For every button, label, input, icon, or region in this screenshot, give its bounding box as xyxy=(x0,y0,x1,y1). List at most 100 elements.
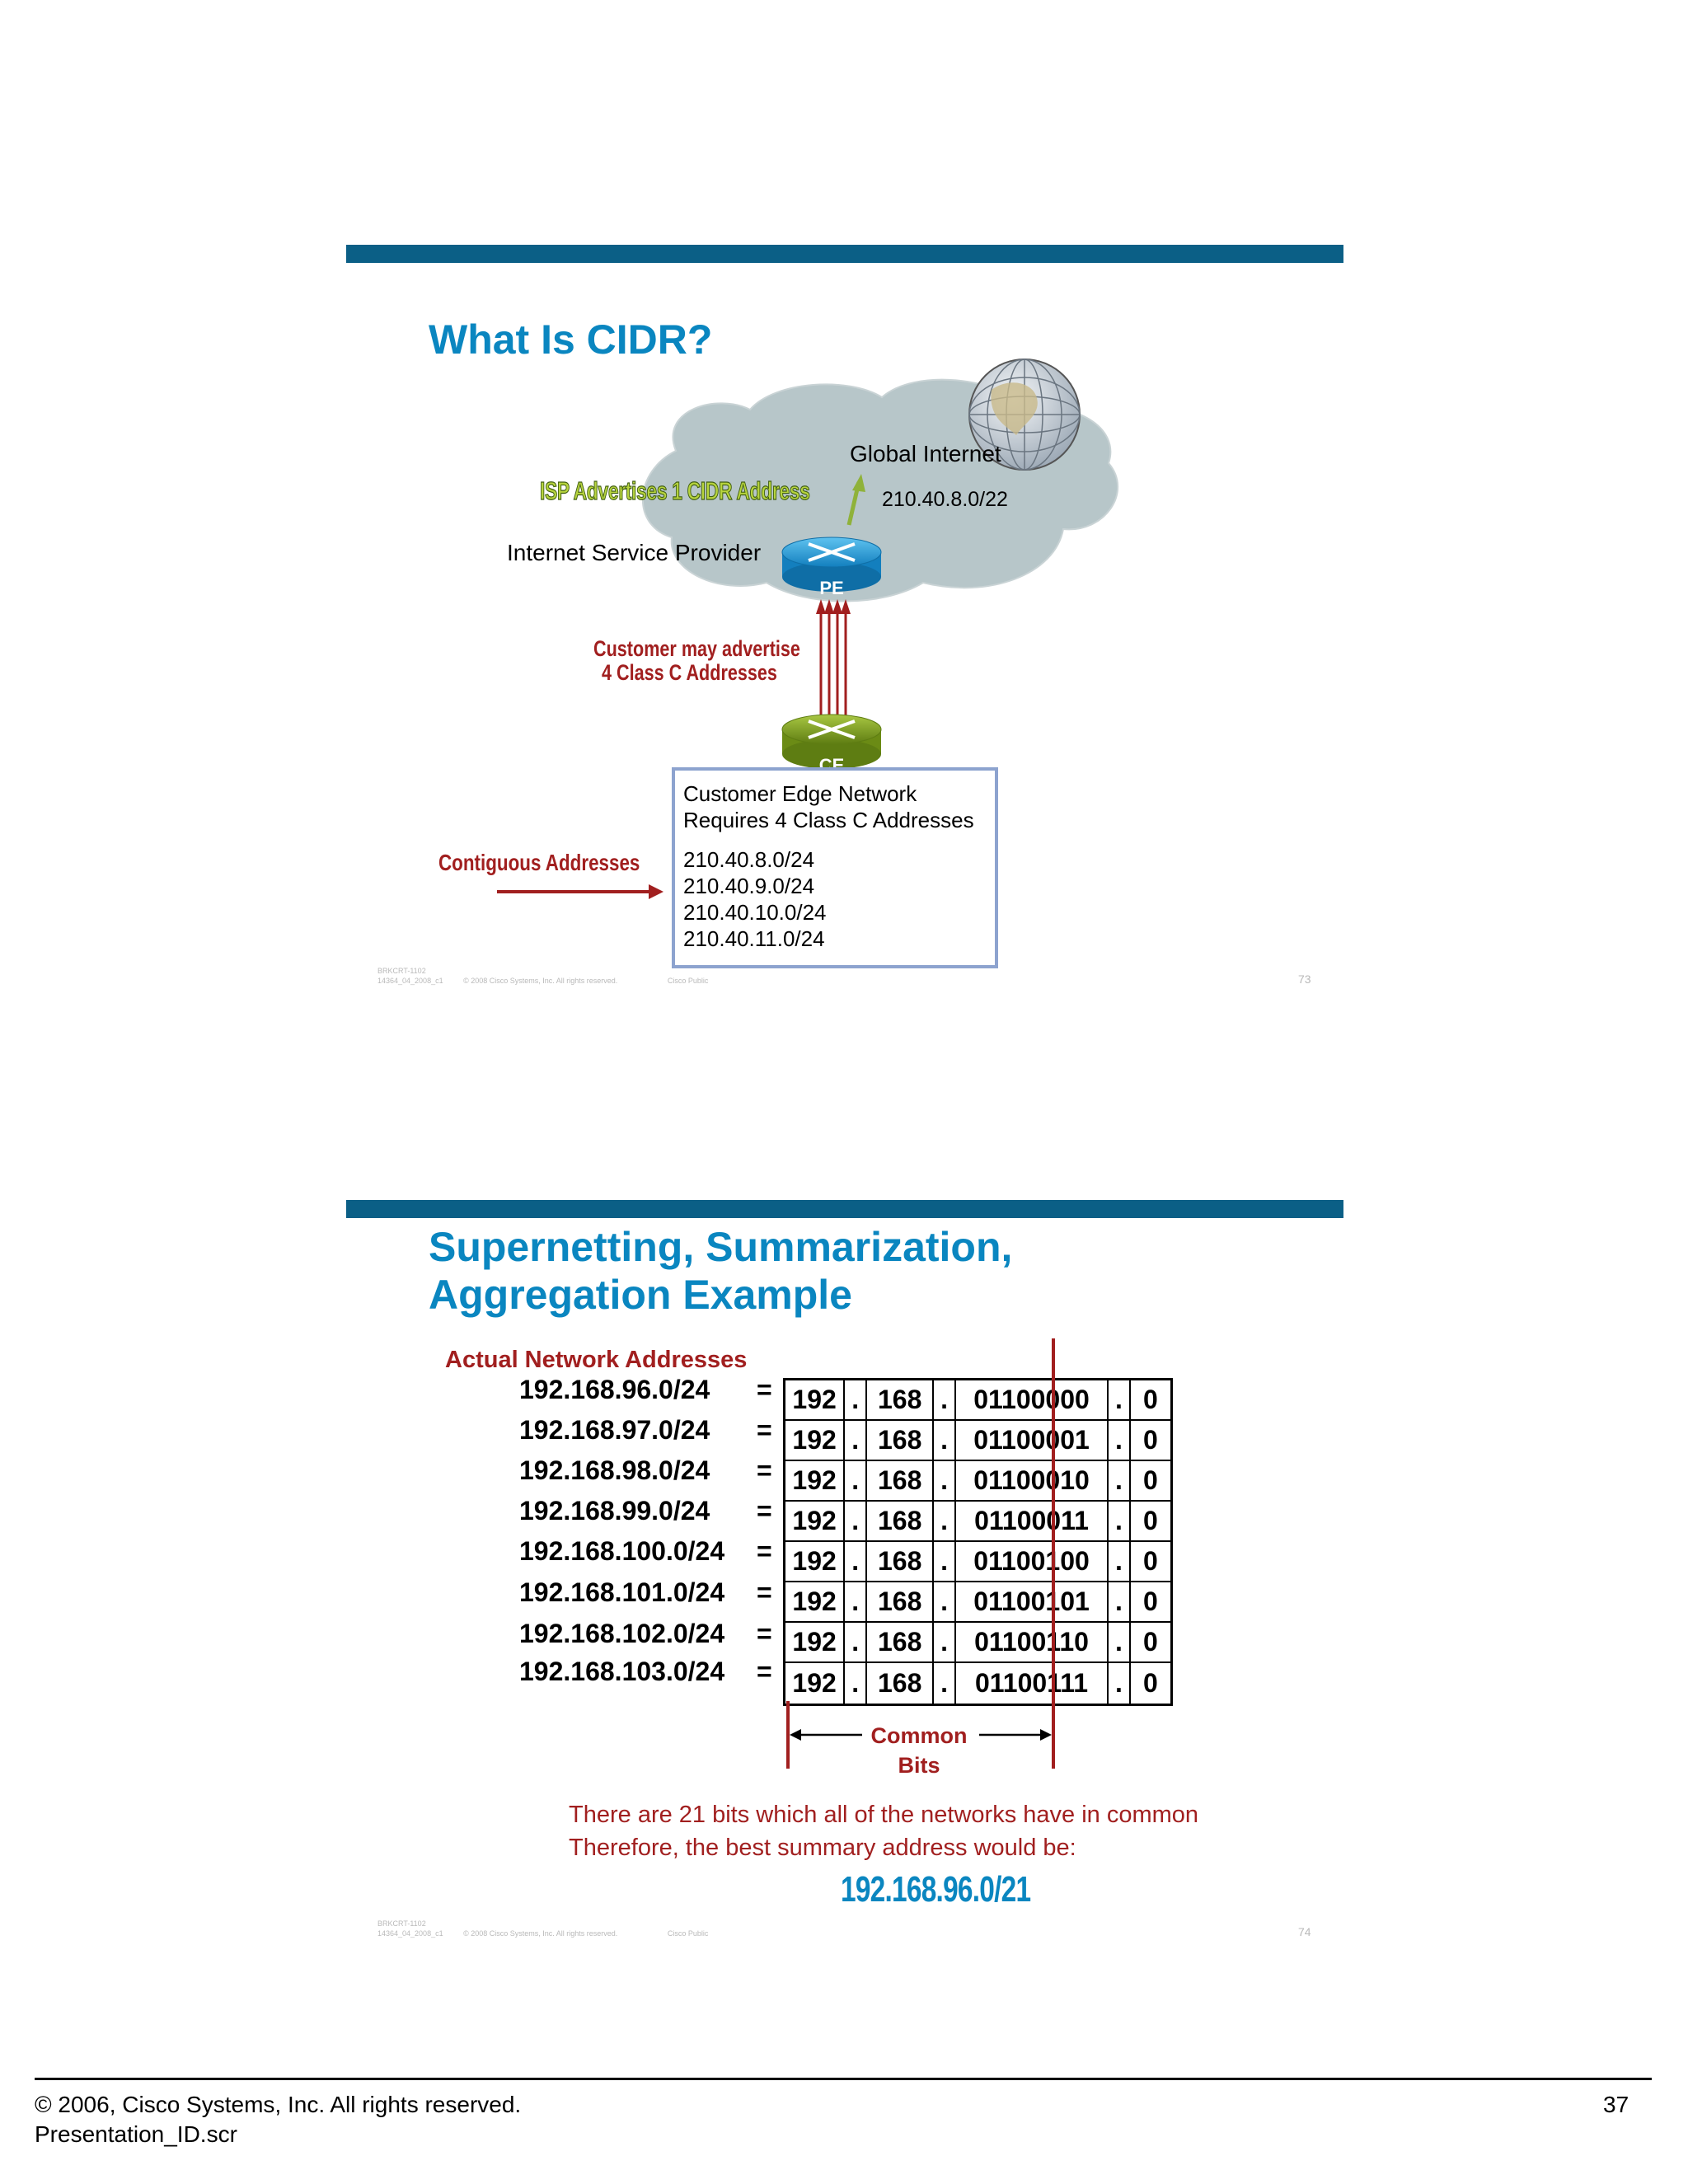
table-cell: . xyxy=(1109,1421,1131,1460)
table-cell: . xyxy=(845,1461,868,1500)
table-cell: 168 xyxy=(867,1421,935,1460)
table-cell: . xyxy=(934,1582,957,1621)
router-icon xyxy=(781,714,882,769)
table-cell: . xyxy=(845,1582,868,1621)
arrow-icon xyxy=(790,1729,1052,1741)
table-cell: 168 xyxy=(867,1461,935,1500)
equals-sign: = xyxy=(757,1415,772,1445)
network-address-label: 192.168.100.0/24 xyxy=(519,1536,725,1566)
table-cell: . xyxy=(934,1542,957,1581)
customer-address: 210.40.9.0/24 xyxy=(683,874,815,898)
table-cell: 168 xyxy=(867,1502,935,1540)
customer-box-line2: Requires 4 Class C Addresses xyxy=(683,808,974,832)
table-cell: . xyxy=(934,1421,957,1460)
table-cell: 0 xyxy=(1143,1385,1158,1414)
table-cell: . xyxy=(1109,1623,1131,1661)
page-filename: Presentation_ID.scr xyxy=(35,2121,237,2147)
table-row: 192.168.01100110.0 xyxy=(785,1623,1170,1663)
explanation-line1: There are 21 bits which all of the netwo… xyxy=(569,1802,1199,1828)
footer-copyright: © 2008 Cisco Systems, Inc. All rights re… xyxy=(463,977,618,985)
actual-addresses-heading: Actual Network Addresses xyxy=(445,1347,748,1373)
table-cell: . xyxy=(1109,1380,1131,1419)
table-cell: 01100001 xyxy=(956,1421,1109,1460)
table-cell: 0 xyxy=(1143,1668,1158,1698)
footer-code: BRKCRT-1102 xyxy=(377,967,426,975)
table-row: 192.168.01100111.0 xyxy=(785,1663,1170,1704)
page-footer-rule xyxy=(35,2078,1652,2080)
page-number: 37 xyxy=(1603,2092,1629,2117)
table-cell: . xyxy=(1109,1663,1131,1704)
common-bits-left-line xyxy=(786,1701,790,1769)
customer-address: 210.40.10.0/24 xyxy=(683,900,827,925)
table-cell: 01100100 xyxy=(956,1542,1109,1581)
cidr-prefix-label: 210.40.8.0/22 xyxy=(882,488,1008,511)
slide-title: What Is CIDR? xyxy=(429,316,713,363)
slide-what-is-cidr: What Is CIDR? xyxy=(346,245,1343,1011)
customer-edge-box: Customer Edge Network Requires 4 Class C… xyxy=(672,767,998,968)
table-row: 192.168.01100101.0 xyxy=(785,1582,1170,1623)
table-cell: . xyxy=(934,1380,957,1419)
table-cell: 192 xyxy=(785,1461,846,1500)
table-cell: 192 xyxy=(785,1542,846,1581)
slide-header-bar xyxy=(346,1200,1343,1218)
network-address-label: 192.168.96.0/24 xyxy=(519,1375,710,1404)
table-row: 192.168.01100100.0 xyxy=(785,1542,1170,1582)
customer-box-line1: Customer Edge Network xyxy=(683,781,917,806)
table-cell: 168 xyxy=(867,1582,935,1621)
pe-label: PE xyxy=(819,578,843,598)
common-bits-boundary-line xyxy=(1052,1338,1055,1769)
equals-sign: = xyxy=(757,1619,772,1648)
slide-supernetting: Supernetting, Summarization, Aggregation… xyxy=(346,1200,1343,1950)
contiguous-label: Contiguous Addresses xyxy=(438,850,640,875)
table-cell: . xyxy=(845,1663,868,1704)
table-cell: 01100011 xyxy=(956,1502,1109,1540)
table-cell: . xyxy=(845,1623,868,1661)
table-cell: 0 xyxy=(1143,1586,1158,1616)
table-cell: 0 xyxy=(1143,1546,1158,1576)
equals-sign: = xyxy=(757,1536,772,1566)
equals-sign: = xyxy=(757,1455,772,1485)
network-address-label: 192.168.99.0/24 xyxy=(519,1496,710,1526)
arrow-icon xyxy=(497,884,663,899)
table-row: 192.168.01100011.0 xyxy=(785,1502,1170,1542)
table-cell: 192 xyxy=(785,1623,846,1661)
arrow-icon xyxy=(816,599,851,731)
network-address-label: 192.168.103.0/24 xyxy=(519,1657,725,1686)
equals-sign: = xyxy=(757,1577,772,1607)
slide-title-line2: Aggregation Example xyxy=(429,1272,852,1318)
table-row: 192.168.01100010.0 xyxy=(785,1461,1170,1502)
customer-address: 210.40.8.0/24 xyxy=(683,847,815,872)
table-cell: 168 xyxy=(867,1663,935,1704)
table-cell: 01100110 xyxy=(956,1623,1109,1661)
page-footer: © 2006, Cisco Systems, Inc. All rights r… xyxy=(35,2090,521,2149)
table-cell: . xyxy=(1109,1542,1131,1581)
table-cell: . xyxy=(1109,1461,1131,1500)
customer-advertise-line1: Customer may advertise xyxy=(593,636,800,661)
summary-address: 192.168.96.0/21 xyxy=(841,1869,1031,1910)
slide-title-line1: Supernetting, Summarization, xyxy=(429,1224,1013,1270)
slide-footer: BRKCRT-1102 14364_04_2008_c1 © 2008 Cisc… xyxy=(377,1919,708,1938)
footer-copyright: © 2008 Cisco Systems, Inc. All rights re… xyxy=(463,1929,618,1938)
table-cell: . xyxy=(934,1663,957,1704)
explanation-line2: Therefore, the best summary address woul… xyxy=(569,1835,1076,1861)
slide-number: 74 xyxy=(1298,1925,1311,1938)
footer-classification: Cisco Public xyxy=(667,1929,709,1938)
table-cell: 01100101 xyxy=(956,1582,1109,1621)
table-cell: 0 xyxy=(1143,1506,1158,1535)
router-icon xyxy=(781,537,882,592)
table-cell: . xyxy=(845,1542,868,1581)
table-cell: . xyxy=(845,1421,868,1460)
footer-code: BRKCRT-1102 xyxy=(377,1919,426,1928)
table-cell: 192 xyxy=(785,1502,846,1540)
table-cell: 192 xyxy=(785,1663,846,1704)
isp-advertises-label: ISP Advertises 1 CIDR Address xyxy=(540,476,811,505)
common-label: Common xyxy=(870,1723,968,1748)
table-cell: 168 xyxy=(867,1623,935,1661)
network-address-label: 192.168.98.0/24 xyxy=(519,1455,710,1485)
slide-number: 73 xyxy=(1298,972,1311,986)
cidr-diagram: PE CE xyxy=(497,359,1118,899)
table-cell: . xyxy=(934,1623,957,1661)
table-cell: . xyxy=(845,1380,868,1419)
table-cell: . xyxy=(1109,1502,1131,1540)
